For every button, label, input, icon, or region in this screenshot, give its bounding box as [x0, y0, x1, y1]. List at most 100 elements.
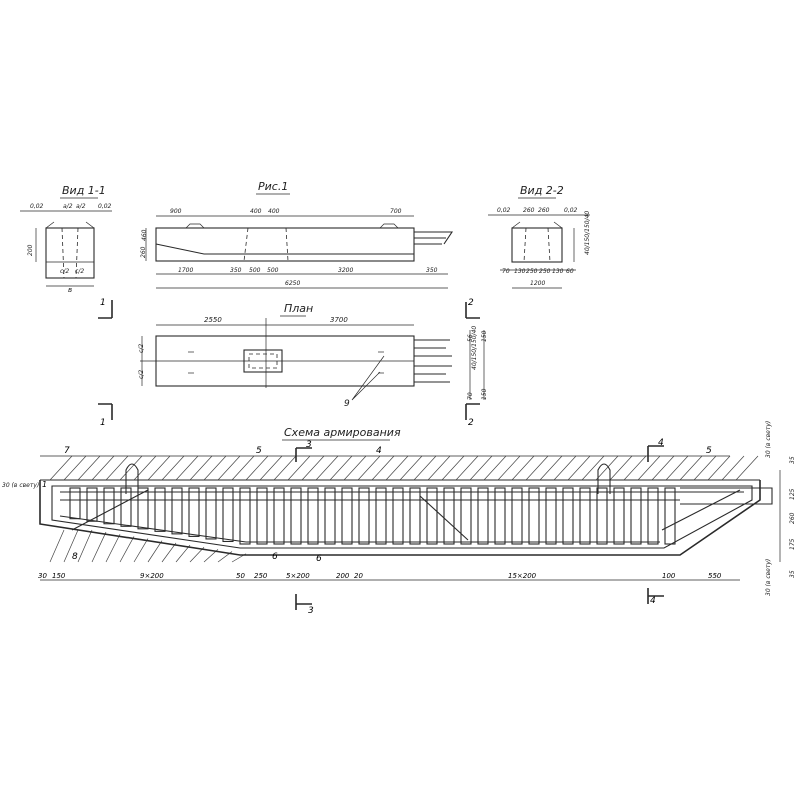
- hatch-line: [147, 540, 163, 563]
- elev-total: 6250: [285, 280, 300, 287]
- view1-b: в: [68, 286, 72, 294]
- hatch-line: [455, 455, 479, 481]
- elev-bot3: 500: [249, 267, 261, 274]
- hatch-line: [245, 455, 269, 481]
- stirrup: [392, 487, 404, 545]
- hatch-line: [175, 544, 191, 563]
- stirrup: [205, 487, 217, 540]
- hatch-line: [49, 529, 65, 563]
- view-2-2: Вид 2-2 0,02 260 260 0,02 40/150/150/40 …: [488, 184, 591, 289]
- hatch-line: [679, 455, 703, 481]
- plan-title: План: [284, 302, 313, 315]
- view1-d2: а/2: [63, 203, 73, 210]
- hatch-line: [203, 455, 227, 481]
- hatch-line: [91, 455, 115, 481]
- hatch-line: [231, 455, 255, 481]
- hatch-line: [623, 455, 647, 481]
- view2-bot3: 250: [526, 268, 538, 275]
- view2-width: 1200: [530, 280, 545, 287]
- elev-bot2: 350: [230, 267, 242, 274]
- hatch-bottom-lines: [49, 529, 247, 563]
- stirrup: [528, 487, 540, 545]
- scheme-title: Схема армирования: [284, 426, 401, 439]
- hatch-line: [77, 529, 93, 563]
- plan-r2: 150: [481, 330, 488, 342]
- top-hatch: [40, 455, 760, 481]
- hatch-line: [161, 542, 177, 563]
- stirrup: [239, 487, 251, 545]
- plan-r4: 150: [481, 388, 488, 400]
- hatch-line: [301, 455, 325, 481]
- stirrup: [375, 487, 387, 545]
- hatch-line: [371, 455, 395, 481]
- scheme-left-note: 30 (в свету): [2, 482, 39, 489]
- hatch-line: [735, 455, 759, 481]
- elev-left1: 260: [140, 246, 147, 258]
- stirrups: [69, 487, 676, 545]
- stirrup: [103, 487, 115, 525]
- stirrup: [256, 487, 268, 545]
- hatch-line: [525, 455, 549, 481]
- elevation-fig1: Рис.1 900 400 400 700 260 460 1700 350 5…: [140, 180, 454, 289]
- hatch-line: [175, 455, 199, 481]
- hatch-line: [553, 455, 577, 481]
- view2-bot4: 250: [539, 268, 551, 275]
- hatch-line: [217, 455, 241, 481]
- stirrup: [664, 487, 676, 545]
- stirrup: [137, 487, 149, 530]
- view2-d1: 0,02: [497, 207, 511, 214]
- plan-mark-9: 9: [344, 399, 350, 409]
- hatch-line: [427, 455, 451, 481]
- plan-left1: с/2: [138, 344, 145, 353]
- stirrup: [443, 487, 455, 545]
- plan-len1: 2550: [204, 316, 222, 324]
- hatch-line: [63, 529, 79, 563]
- view2-bot1: 70: [502, 268, 510, 275]
- view1-c2: с/2: [75, 268, 84, 275]
- plan-len2: 3700: [330, 316, 348, 324]
- view2-bot2: 130: [514, 268, 526, 275]
- plan-view: План 2550 3700 с/2 с/2 56 150 40/150/150…: [138, 302, 488, 409]
- view1-d3: а/2: [76, 203, 86, 210]
- view1-h: 200: [27, 244, 34, 256]
- hatch-line: [133, 538, 149, 563]
- stirrup: [341, 487, 353, 545]
- stirrup: [426, 487, 438, 545]
- stirrup: [460, 487, 472, 545]
- stirrup: [290, 487, 302, 545]
- hatch-line: [259, 455, 283, 481]
- hatch-line: [343, 455, 367, 481]
- elev-dim-top3: 400: [268, 208, 280, 215]
- elev-left2: 460: [141, 229, 148, 241]
- hatch-line: [273, 455, 297, 481]
- elev-bot5: 3200: [338, 267, 353, 274]
- hatch-line: [651, 455, 675, 481]
- stirrup: [154, 487, 166, 532]
- hatch-line: [665, 455, 689, 481]
- hatch-line: [441, 455, 465, 481]
- stirrup: [596, 487, 608, 545]
- view2-title: Вид 2-2: [520, 184, 564, 197]
- elev-dim-top4: 700: [390, 208, 402, 215]
- view1-title: Вид 1-1: [62, 184, 106, 197]
- stirrup: [222, 487, 234, 543]
- scheme-rtop: 35: [789, 456, 796, 464]
- reinforcement-scheme: Схема армирования 125 260 175: [2, 421, 796, 596]
- plan-left2: с/2: [138, 370, 145, 379]
- stirrup: [511, 487, 523, 545]
- hatch-line: [119, 455, 143, 481]
- stirrup: [171, 487, 183, 535]
- view2-d4: 0,02: [564, 207, 578, 214]
- scheme-right-note-bot: 30 (в свету): [765, 559, 772, 596]
- stirrup: [409, 487, 421, 545]
- stirrup: [579, 487, 591, 545]
- hatch-line: [77, 455, 101, 481]
- elev-dim-top2: 400: [250, 208, 262, 215]
- view2-d3: 260: [538, 207, 550, 214]
- elev-dim-top1: 900: [170, 208, 182, 215]
- stirrup: [647, 487, 659, 545]
- hatch-line: [539, 455, 563, 481]
- hatch-line: [63, 455, 87, 481]
- stirrup: [324, 487, 336, 545]
- hatch-line: [357, 455, 381, 481]
